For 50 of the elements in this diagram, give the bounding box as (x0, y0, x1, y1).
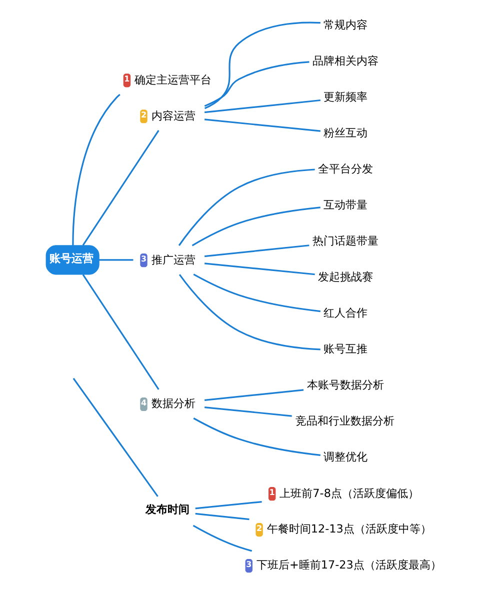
node-text: 互动带量 (323, 198, 368, 212)
node-text: 账号互推 (323, 342, 368, 356)
connector (82, 130, 159, 246)
connector (72, 94, 120, 246)
connector (204, 406, 292, 417)
connector (192, 274, 320, 312)
node-label: 午餐时间12-13点（活跃度中等） (266, 522, 431, 536)
node-label: 上班前7-8点（活跃度偏低） (279, 486, 418, 500)
node-box: 1 (122, 74, 130, 88)
connector (194, 512, 249, 520)
connector (192, 418, 320, 456)
connector (204, 61, 309, 107)
node-text: 品牌相关内容 (312, 54, 378, 68)
connector (178, 168, 314, 246)
node-box: 2 (255, 523, 262, 537)
node-box: 账号运营 (45, 245, 99, 275)
connector (194, 501, 262, 510)
node-box: 1 (268, 487, 276, 501)
node-box: 2 (140, 110, 147, 124)
connector (204, 389, 304, 402)
node-label: 确定主运营平台 (134, 73, 212, 86)
connector (204, 244, 309, 258)
connector (82, 274, 159, 390)
connector (204, 22, 320, 110)
connector (72, 378, 158, 497)
connector (204, 99, 320, 114)
node-text: 更新频率 (323, 90, 368, 104)
node-box: 3 (140, 254, 147, 268)
node-box: 4 (140, 397, 147, 412)
connector (178, 274, 320, 350)
node-label: 数据分析 (150, 397, 195, 410)
node-text: 发起挑战赛 (318, 270, 373, 284)
connector (98, 259, 133, 261)
node-label: 下班后+睡前17-23点（活跃度最高） (256, 558, 441, 572)
node-text: 竞品和行业数据分析 (294, 414, 394, 428)
node-text: 粉丝互动 (323, 126, 368, 140)
connector (191, 206, 320, 246)
connector (204, 118, 320, 132)
node-text: 热门话题带量 (312, 234, 378, 248)
node-text: 发布时间 (145, 503, 190, 516)
connector (204, 262, 314, 276)
node-label: 内容运营 (150, 109, 195, 122)
node-text: 调整优化 (323, 450, 368, 464)
node-box: 3 (244, 558, 252, 573)
node-text: 红人合作 (323, 306, 368, 320)
node-text: 全平台分发 (318, 162, 373, 176)
node-text: 常规内容 (323, 18, 368, 32)
connector (192, 524, 252, 552)
node-label: 推广运营 (150, 253, 195, 266)
node-text: 本账号数据分析 (306, 378, 384, 392)
